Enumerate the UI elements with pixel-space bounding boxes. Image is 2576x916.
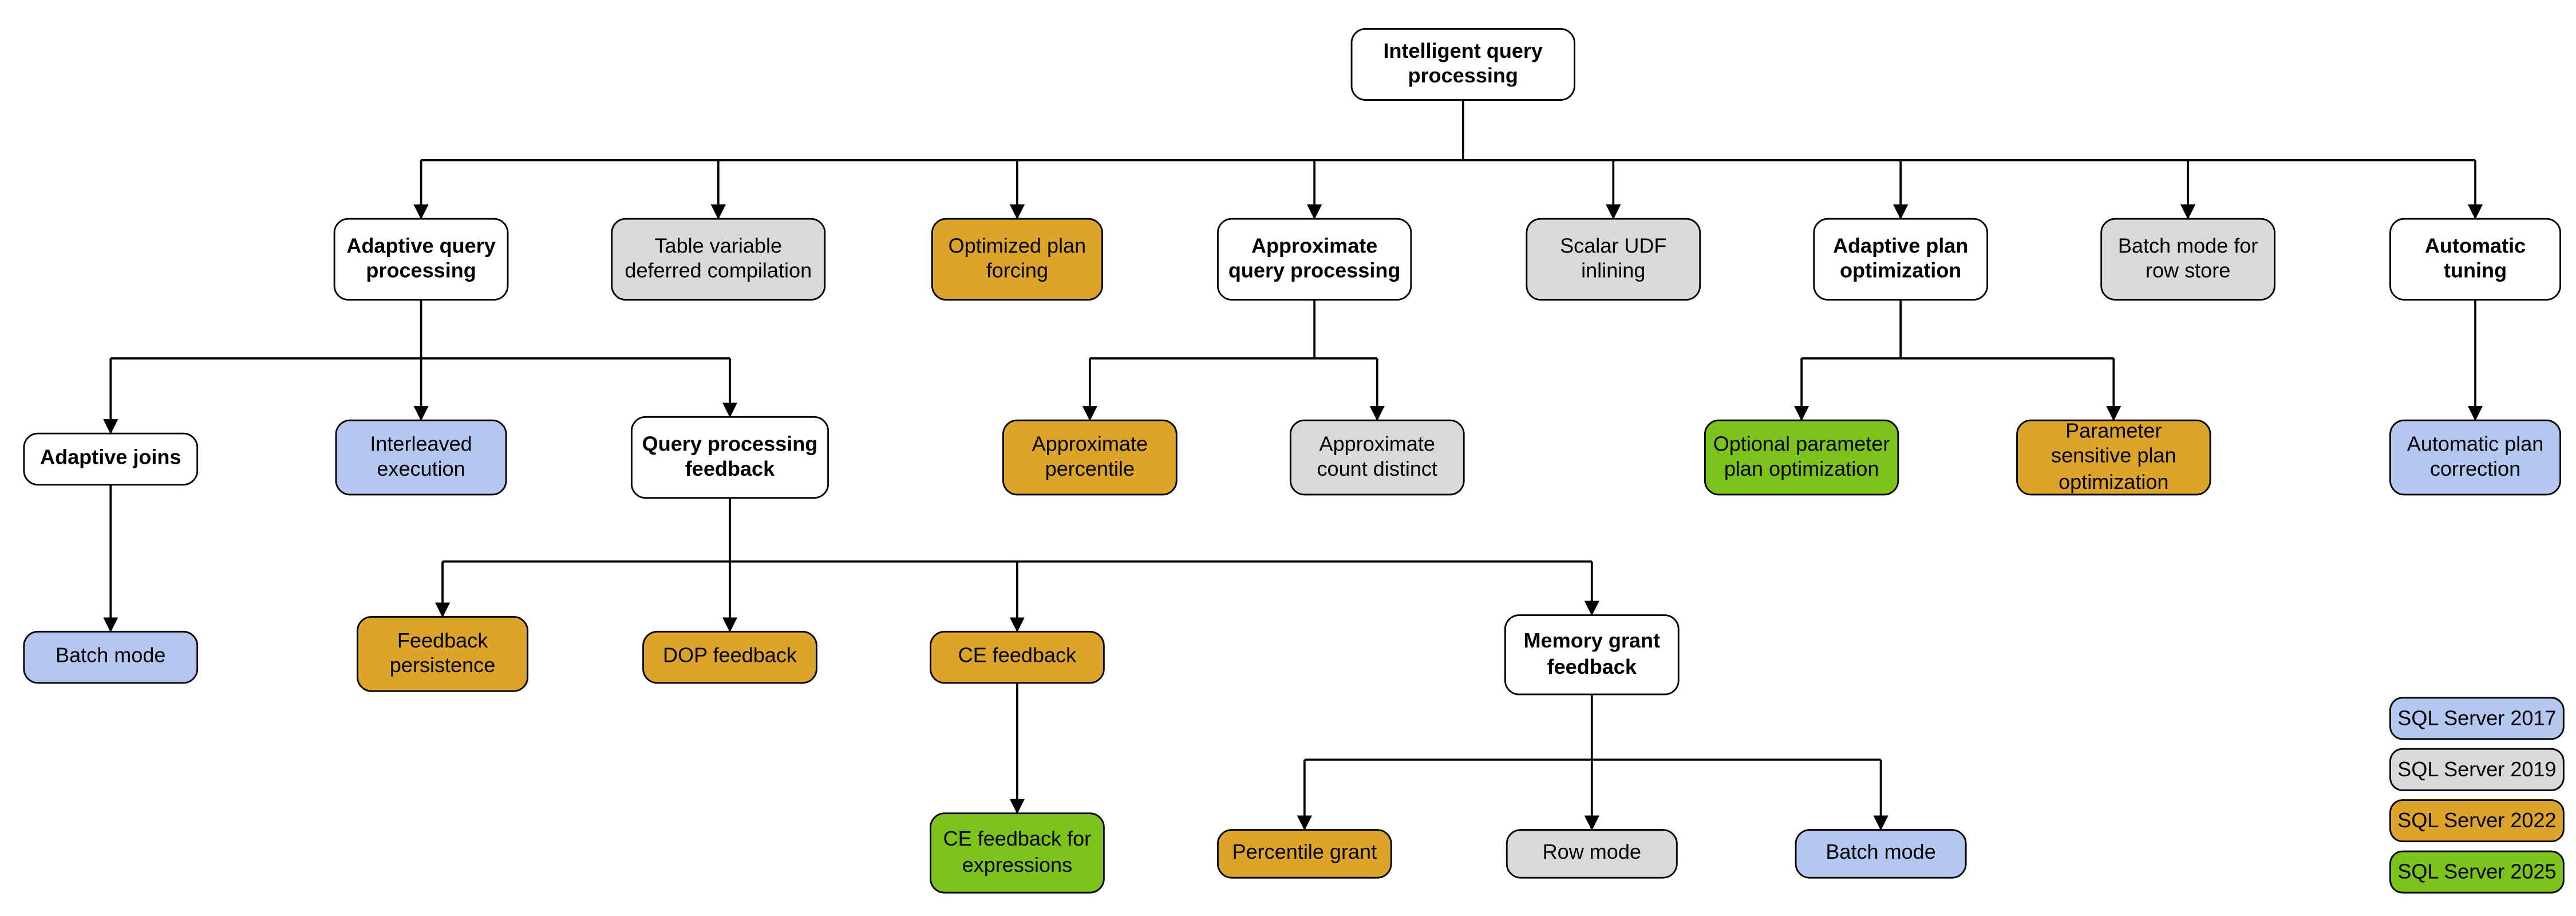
node-batch-mode-memory-grant: Batch mode xyxy=(1795,829,1967,879)
node-intelligent-query-processing: Intelligent query processing xyxy=(1350,28,1575,101)
node-dop-feedback: DOP feedback xyxy=(642,630,817,684)
node-feedback-persistence: Feedback persistence xyxy=(357,615,529,692)
node-memory-grant-feedback: Memory grant feedback xyxy=(1504,614,1680,696)
node-percentile-grant: Percentile grant xyxy=(1216,829,1392,879)
node-row-mode: Row mode xyxy=(1506,829,1678,879)
node-query-processing-feedback: Query processing feedback xyxy=(630,416,829,499)
node-interleaved-execution: Interleaved execution xyxy=(335,419,507,496)
node-approximate-count-distinct: Approximate count distinct xyxy=(1289,419,1465,496)
legend-sql-server-2019: SQL Server 2019 xyxy=(2389,748,2565,791)
node-scalar-udf-inlining: Scalar UDF inlining xyxy=(1526,218,1701,301)
legend-sql-server-2025: SQL Server 2025 xyxy=(2389,850,2565,894)
node-batch-mode-adaptive-joins: Batch mode xyxy=(23,630,199,684)
node-optional-parameter-plan-optimization: Optional parameter plan optimization xyxy=(1704,419,1899,496)
node-adaptive-query-processing: Adaptive query processing xyxy=(333,218,509,301)
node-batch-mode-for-row-store: Batch mode for row store xyxy=(2100,218,2276,301)
node-ce-feedback: CE feedback xyxy=(930,630,1105,684)
node-automatic-tuning: Automatic tuning xyxy=(2389,218,2562,301)
node-adaptive-plan-optimization: Adaptive plan optimization xyxy=(1813,218,1989,301)
node-approximate-query-processing: Approximate query processing xyxy=(1216,218,1412,301)
legend-sql-server-2022: SQL Server 2022 xyxy=(2389,799,2565,843)
node-adaptive-joins: Adaptive joins xyxy=(23,432,199,486)
node-approximate-percentile: Approximate percentile xyxy=(1002,419,1178,496)
node-optimized-plan-forcing: Optimized plan forcing xyxy=(931,218,1103,301)
legend-sql-server-2017: SQL Server 2017 xyxy=(2389,697,2565,740)
node-automatic-plan-correction: Automatic plan correction xyxy=(2389,419,2562,496)
node-parameter-sensitive-plan-optimization: Parameter sensitive plan optimization xyxy=(2016,419,2211,496)
node-table-variable-deferred-compilation: Table variable deferred compilation xyxy=(611,218,826,301)
node-ce-feedback-for-expressions: CE feedback for expressions xyxy=(930,812,1105,894)
